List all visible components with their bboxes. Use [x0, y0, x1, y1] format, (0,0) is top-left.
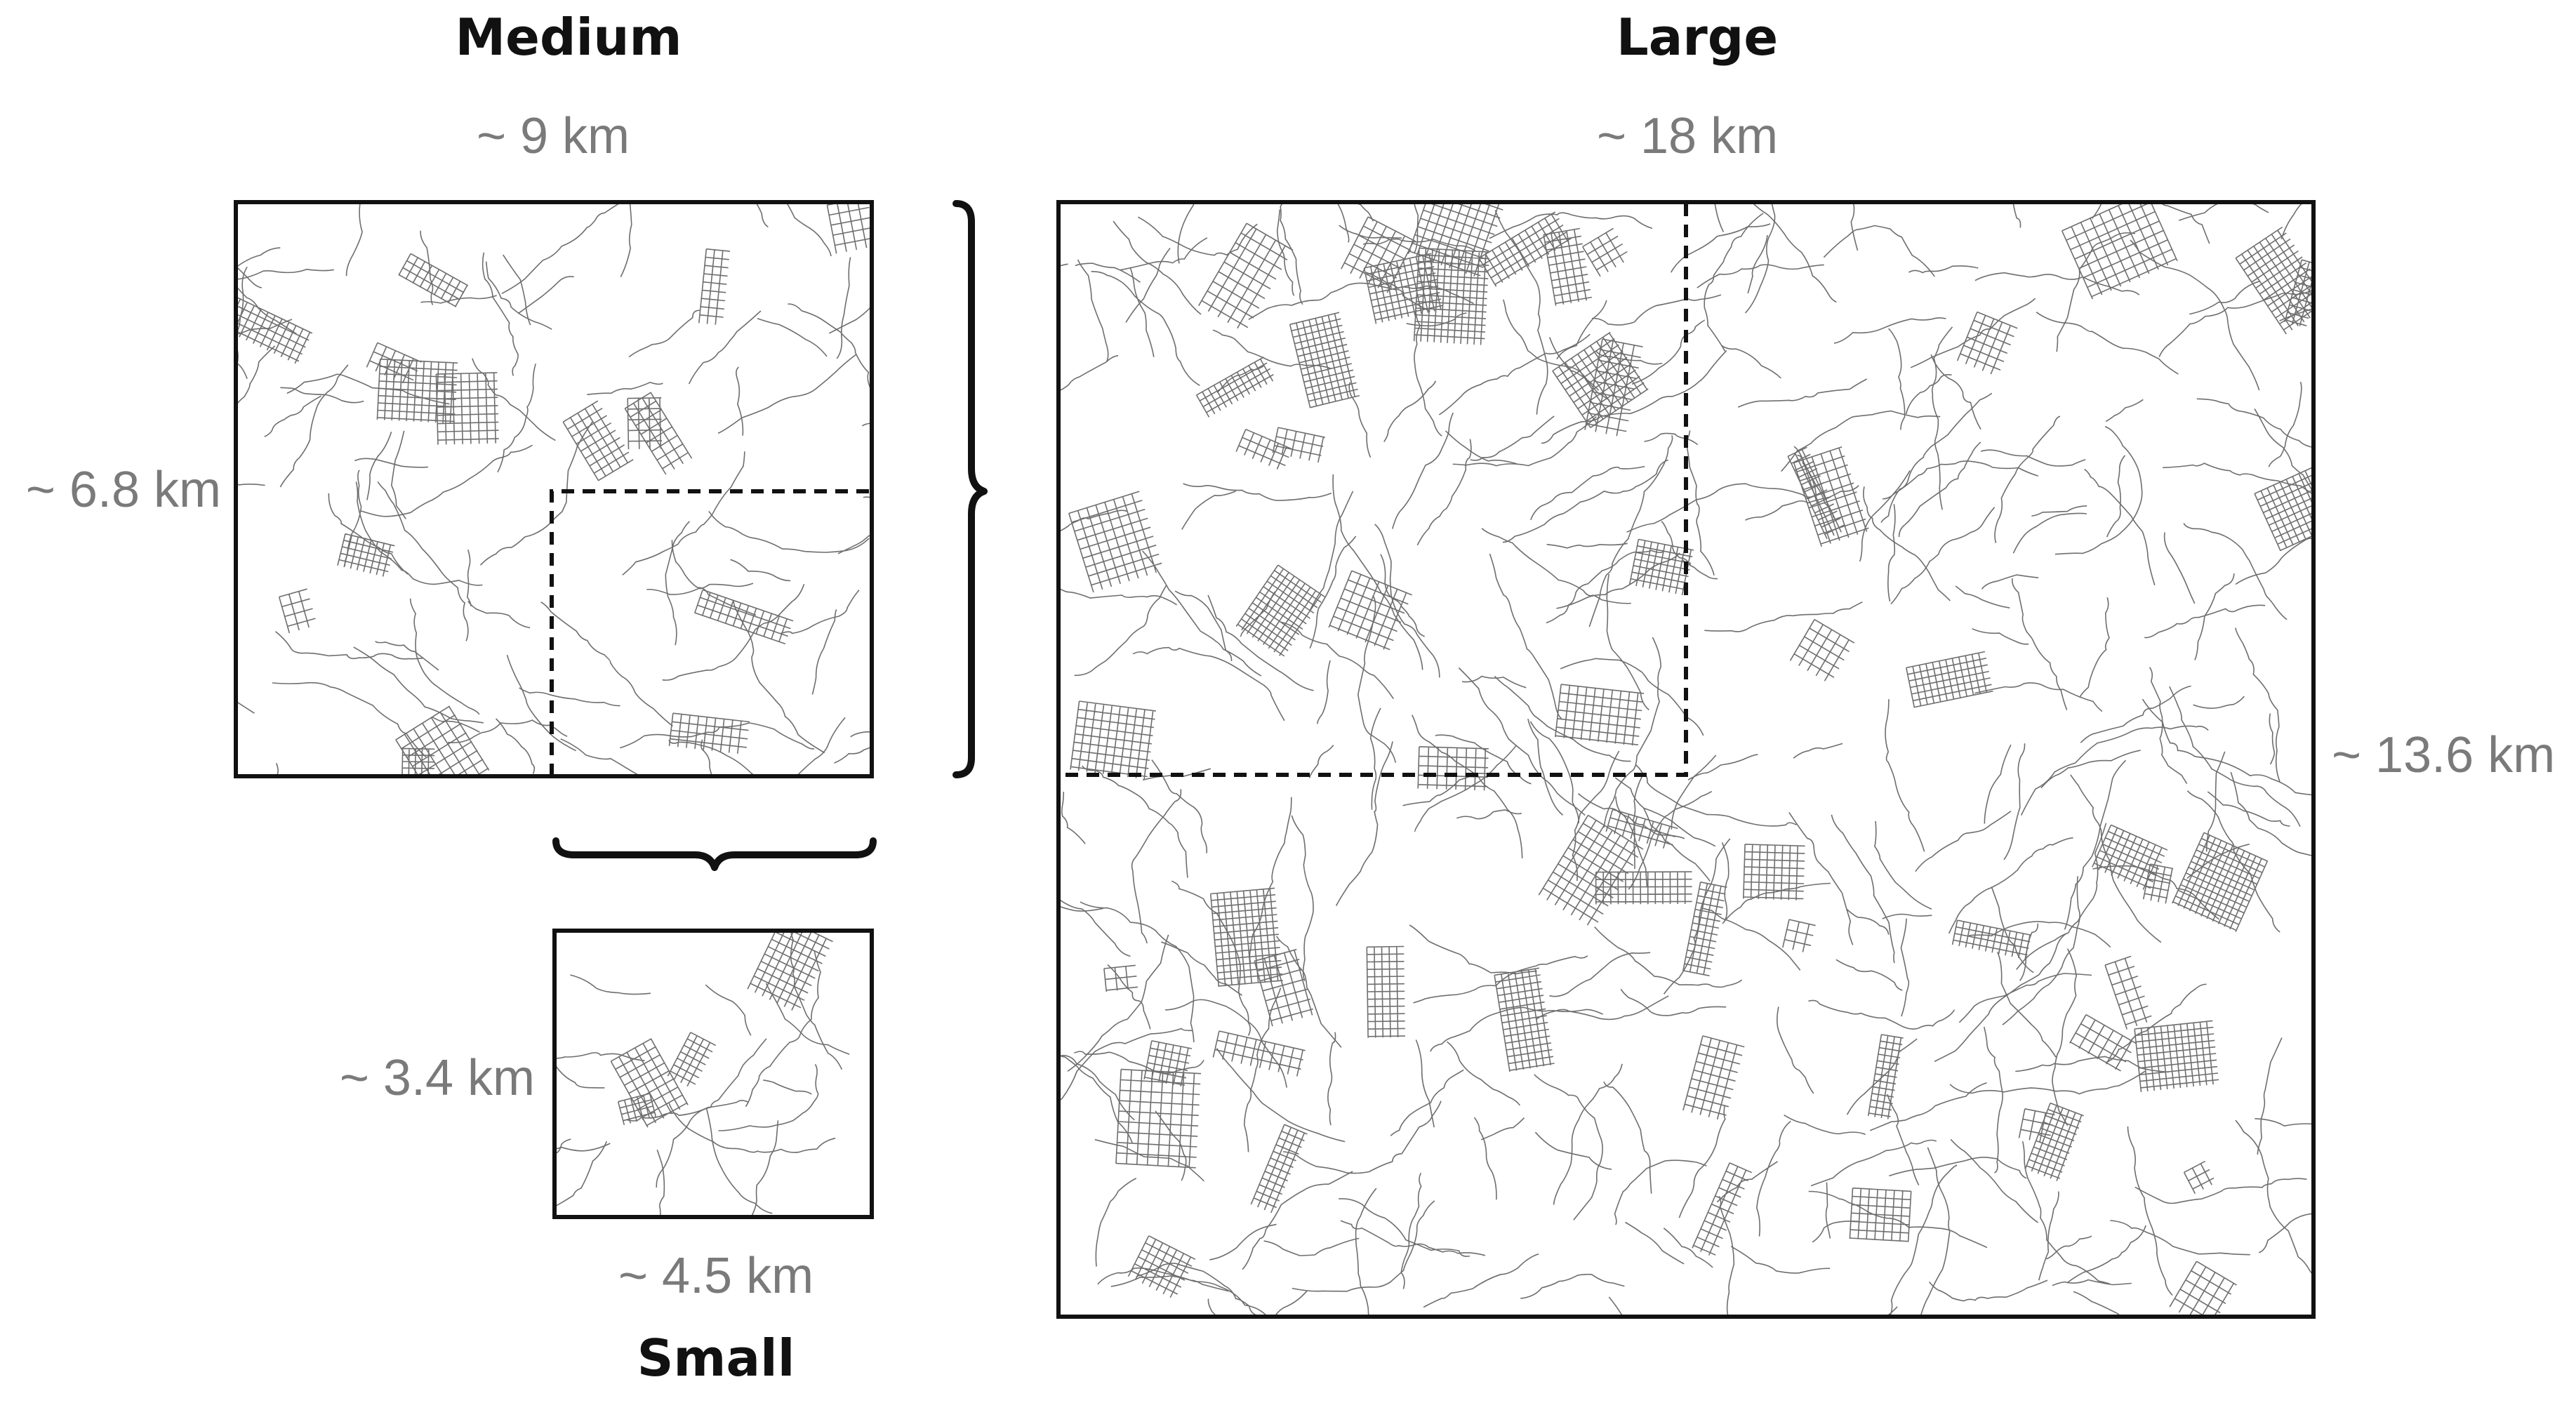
- small-title: Small: [637, 1329, 795, 1388]
- large-frame: [1056, 200, 2316, 1319]
- large-width-label: ~ 18 km: [1597, 108, 1778, 164]
- medium-width-label: ~ 9 km: [477, 108, 630, 164]
- large-subregion-outline: [1060, 204, 1688, 777]
- small-height-label: ~ 3.4 km: [340, 1050, 535, 1106]
- medium-subregion-outline: [550, 489, 872, 776]
- large-road-network: [1060, 204, 2312, 1315]
- medium-title: Medium: [456, 8, 682, 67]
- medium-to-large-brace: [952, 200, 988, 778]
- medium-road-network: [237, 204, 870, 775]
- medium-to-small-brace: [552, 837, 877, 871]
- large-title: Large: [1616, 8, 1778, 67]
- small-frame: [552, 929, 874, 1219]
- small-width-label: ~ 4.5 km: [618, 1248, 814, 1304]
- medium-height-label: ~ 6.8 km: [26, 462, 221, 518]
- small-road-network: [556, 932, 850, 1216]
- large-height-label: ~ 13.6 km: [2332, 727, 2555, 783]
